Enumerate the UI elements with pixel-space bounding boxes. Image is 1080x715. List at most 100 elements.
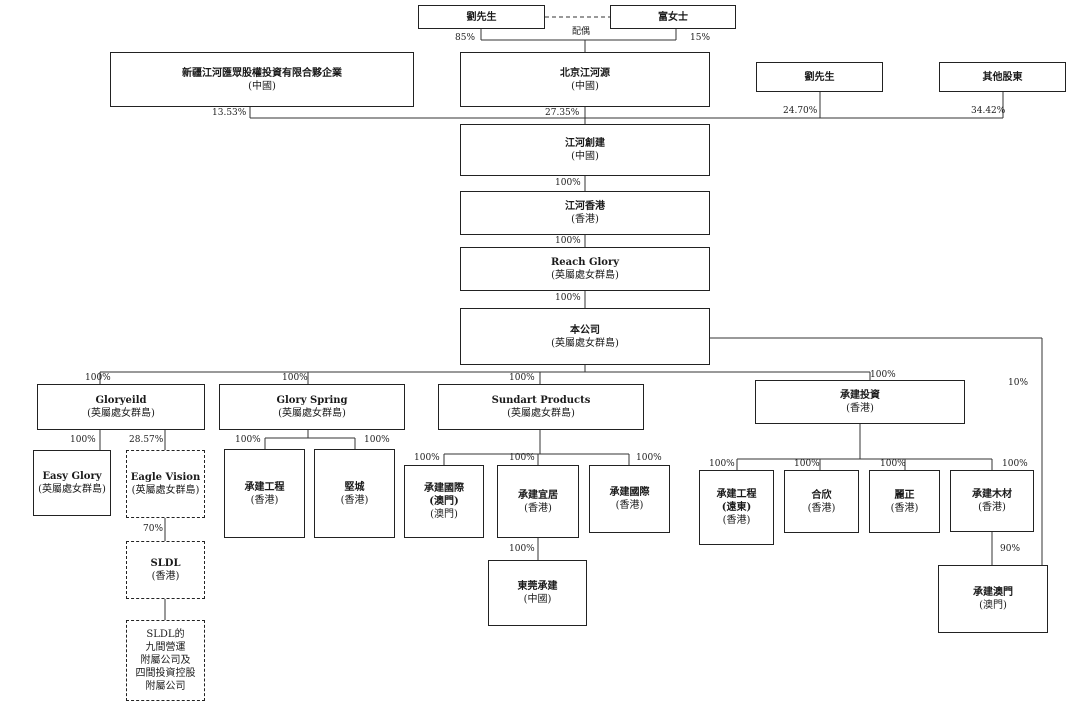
entity-other-shareholders: 其他股東 — [939, 62, 1066, 92]
entity-jurisdiction: (香港) — [807, 502, 836, 514]
entity-glory-spring: Glory Spring (英屬處女群島) — [219, 384, 405, 430]
entity-easy-glory: Easy Glory (英屬處女群島) — [33, 450, 111, 516]
entity-name: 其他股東 — [982, 71, 1023, 83]
entity-name: 麗正 — [894, 489, 915, 501]
entity-dongguan-cj: 東莞承建 (中國) — [488, 560, 587, 626]
ownership-label: 24.70% — [783, 106, 818, 116]
entity-name: SLDL — [150, 558, 181, 569]
entity-name: Sundart Products — [491, 395, 591, 406]
entity-jurisdiction: (澳門) — [979, 600, 1007, 611]
ownership-label: 100% — [509, 373, 535, 383]
entity-cj-macau: 承建澳門 (澳門) — [938, 565, 1048, 633]
entity-jurisdiction: (香港) — [846, 403, 874, 414]
ownership-label: 70% — [143, 524, 164, 534]
entity-name: 承建國際 — [609, 487, 650, 498]
entity-company: 本公司 (英屬處女群島) — [460, 308, 710, 365]
ownership-label: 100% — [870, 370, 896, 380]
entity-eagle-vision: Eagle Vision (英屬處女群島) — [126, 450, 205, 518]
entity-xinjiang: 新疆江河匯眾股權投資有限合夥企業 (中國) — [110, 52, 414, 107]
ownership-label: 100% — [709, 459, 735, 469]
entity-name: 江河香港 — [565, 201, 605, 212]
entity-jurisdiction: (香港) — [151, 571, 180, 582]
entity-name: Eagle Vision — [130, 472, 201, 483]
entity-jurisdiction: (英屬處女群島) — [131, 485, 200, 496]
entity-jurisdiction: (香港) — [250, 494, 279, 506]
entity-name: 承建木材 — [972, 489, 1012, 500]
entity-fu: 富女士 — [610, 5, 736, 29]
entity-jiancheng: 堅城 (香港) — [314, 449, 395, 538]
entity-jurisdiction: (香港) — [524, 502, 552, 514]
entity-sldl-subsidiaries: SLDL的 九間營運 附屬公司及 四間投資控股 附屬公司 — [126, 620, 205, 701]
entity-cj-engineering-fe: 承建工程 (遠東) (香港) — [699, 470, 774, 545]
entity-name: 承建投資 — [840, 390, 880, 401]
entity-name: Gloryeild — [95, 395, 147, 406]
entity-reach-glory: Reach Glory (英屬處女群島) — [460, 247, 710, 291]
entity-jurisdiction: (英屬處女群島) — [507, 408, 575, 419]
entity-cj-investment: 承建投資 (香港) — [755, 380, 965, 424]
entity-name: 承建工程 — [244, 481, 285, 493]
entity-cj-timber: 承建木材 (香港) — [950, 470, 1034, 532]
ownership-label: 100% — [414, 453, 440, 463]
entity-jianghe-hk: 江河香港 (香港) — [460, 191, 710, 235]
ownership-label: 100% — [880, 459, 906, 469]
ownership-label: 34.42% — [971, 106, 1006, 116]
entity-name: 富女士 — [658, 11, 688, 23]
entity-name: 承建工程 — [716, 489, 757, 500]
entity-jurisdiction: (中國) — [571, 80, 599, 92]
entity-jurisdiction: (中國) — [523, 594, 552, 605]
entity-jurisdiction: (中國) — [248, 80, 276, 92]
entity-jurisdiction: (澳門) — [430, 509, 458, 520]
entity-liu-2: 劉先生 — [756, 62, 883, 92]
entity-line: 附屬公司及 — [140, 655, 191, 666]
entity-beijing: 北京江河源 (中國) — [460, 52, 710, 107]
entity-jurisdiction: (香港) — [890, 502, 919, 514]
ownership-label: 85% — [455, 33, 476, 43]
entity-jurisdiction: (英屬處女群島) — [278, 408, 346, 419]
entity-line: SLDL的 — [146, 629, 185, 640]
entity-sldl: SLDL (香港) — [126, 541, 205, 599]
entity-cj-intl-macau: 承建國際 (澳門) (澳門) — [404, 465, 484, 538]
entity-cj-yiju: 承建宜居 (香港) — [497, 465, 579, 538]
entity-line: 九間營運 — [145, 642, 186, 653]
entity-name: 本公司 — [570, 324, 600, 336]
entity-name: 北京江河源 — [560, 67, 610, 79]
spouse-label: 配偶 — [572, 27, 591, 37]
entity-jurisdiction: (香港) — [571, 214, 599, 225]
entity-jurisdiction: (英屬處女群島) — [38, 484, 106, 495]
ownership-label: 90% — [1000, 544, 1021, 554]
entity-jurisdiction: (香港) — [340, 494, 369, 506]
entity-name: 江河創建 — [565, 138, 605, 149]
ownership-label: 27.35% — [545, 108, 580, 118]
entity-name: 東莞承建 — [517, 581, 558, 592]
ownership-label: 100% — [235, 435, 261, 445]
entity-name-line2: (澳門) — [429, 496, 459, 507]
entity-hexin: 合欣 (香港) — [784, 470, 859, 533]
entity-cj-intl-hk: 承建國際 (香港) — [589, 465, 670, 533]
entity-name: 承建國際 — [424, 483, 464, 494]
entity-name: 承建宜居 — [518, 489, 558, 501]
ownership-label: 100% — [70, 435, 96, 445]
ownership-label: 100% — [282, 373, 308, 383]
entity-name: 新疆江河匯眾股權投資有限合夥企業 — [182, 67, 342, 79]
ownership-label: 100% — [555, 293, 581, 303]
entity-name: 劉先生 — [466, 11, 497, 23]
entity-name: 堅城 — [344, 481, 365, 493]
entity-jurisdiction: (英屬處女群島) — [87, 408, 155, 419]
entity-sundart-products: Sundart Products (英屬處女群島) — [438, 384, 644, 430]
entity-jurisdiction: (香港) — [978, 502, 1006, 513]
ownership-label: 100% — [555, 178, 581, 188]
ownership-label: 15% — [690, 33, 711, 43]
ownership-label: 100% — [636, 453, 662, 463]
entity-line: 附屬公司 — [145, 681, 186, 692]
ownership-label: 100% — [794, 459, 820, 469]
entity-line: 四間投資控股 — [135, 668, 196, 679]
entity-gloryeild: Gloryeild (英屬處女群島) — [37, 384, 205, 430]
ownership-label: 100% — [1002, 459, 1028, 469]
entity-cj-engineering-hk: 承建工程 (香港) — [224, 449, 305, 538]
entity-name: 承建澳門 — [973, 587, 1013, 598]
entity-name: Reach Glory — [550, 257, 620, 268]
entity-jurisdiction: (香港) — [615, 500, 644, 511]
entity-jianghe-chuangjian: 江河創建 (中國) — [460, 124, 710, 176]
entity-liu-top: 劉先生 — [418, 5, 545, 29]
